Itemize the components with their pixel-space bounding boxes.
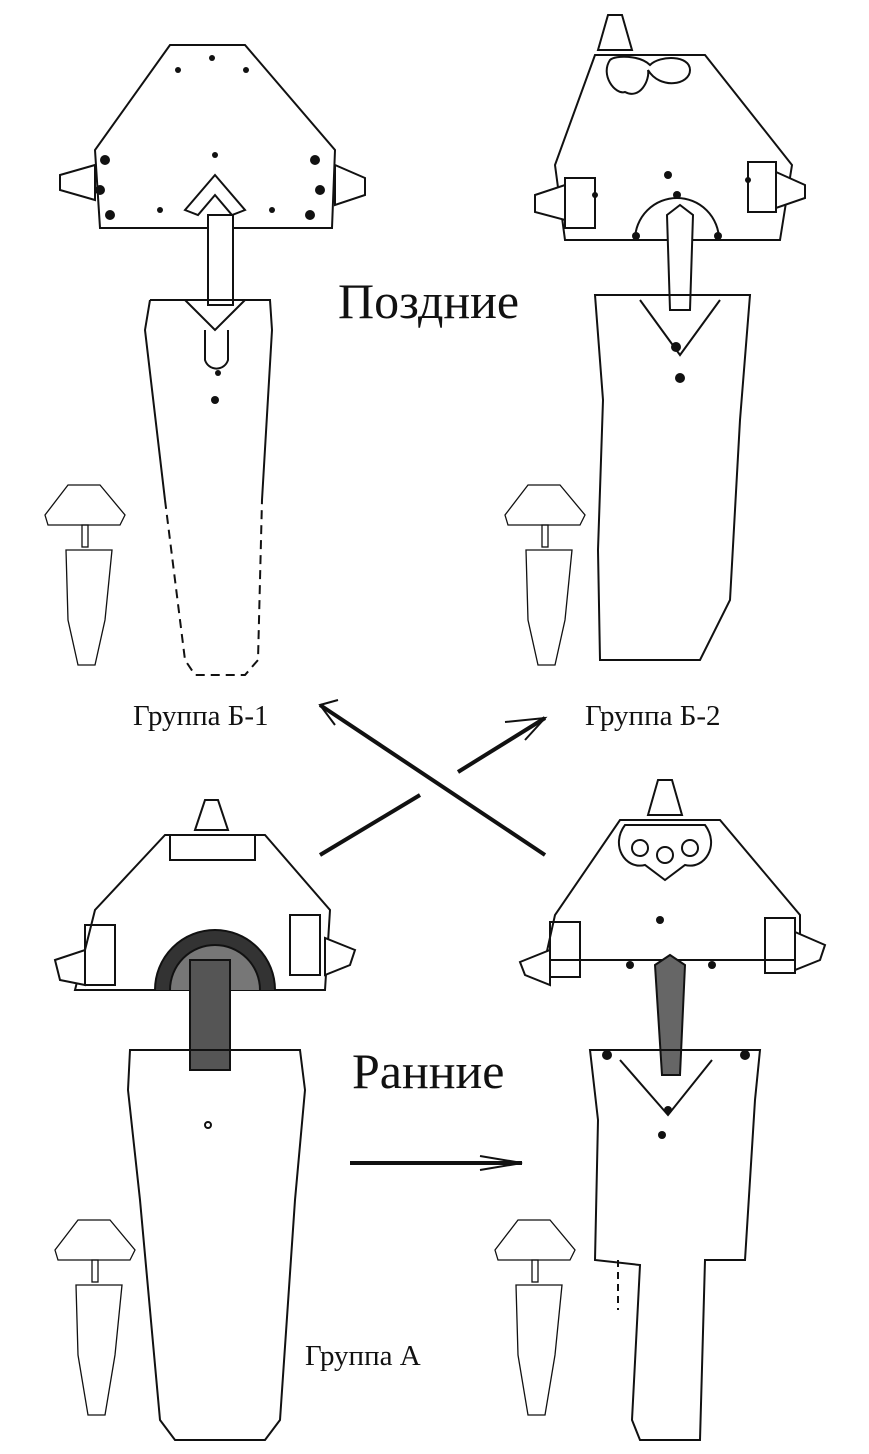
fibula-a (53, 799, 357, 1441)
arrow-a-to-b2 (456, 716, 547, 774)
fibula-a-variant (518, 779, 827, 1441)
late-label: Поздние (338, 273, 520, 329)
fibula-b2 (534, 14, 806, 661)
group-b2-label: Группа Б-2 (585, 700, 721, 732)
arrow-a-to-b2-tail (318, 793, 422, 857)
arrows (318, 699, 548, 1171)
arrow-a-to-b1 (318, 703, 547, 857)
early-label: Ранние (352, 1043, 505, 1099)
group-b1-label: Группа Б-1 (133, 700, 269, 732)
thumbnails (44, 484, 586, 1416)
fibula-b1 (59, 44, 366, 676)
group-a-label: Группа А (305, 1340, 421, 1372)
